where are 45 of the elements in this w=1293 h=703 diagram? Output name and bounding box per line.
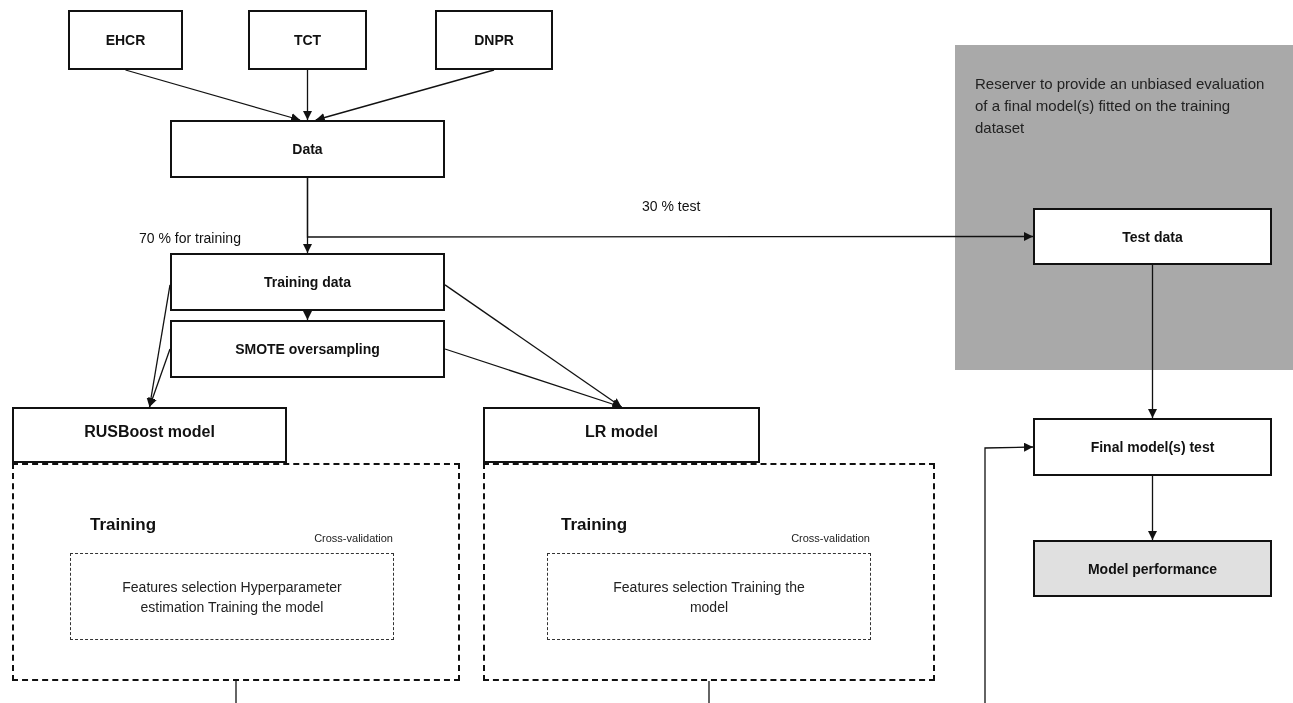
panel-heading: Training [561, 515, 628, 535]
process-box [1033, 418, 1272, 476]
arrow [315, 69, 495, 122]
box-label: Training data [263, 274, 352, 290]
process-box [170, 320, 445, 378]
cross-validation-heading: Cross-validation [314, 532, 393, 544]
arrow [148, 348, 171, 408]
edge-label: 30 % test [640, 198, 703, 214]
arrow [444, 284, 623, 408]
box-label: Model performance [1087, 560, 1218, 577]
step-list: Features selection Training the model [594, 576, 824, 617]
box-label: EHCR [105, 32, 146, 48]
process-box [170, 120, 445, 178]
panel-note: Reserver to provide an unbiased evaluation of a final model(s) fitted on the training dataset [975, 74, 1266, 138]
arrow [1148, 264, 1157, 419]
box-label: Test data [1122, 228, 1183, 245]
box-label: SMOTE oversampling [235, 341, 380, 357]
arrow [984, 442, 1034, 703]
panel-heading: Training [90, 515, 157, 535]
process-box [1033, 540, 1272, 597]
arrow [303, 310, 312, 321]
process-box [435, 10, 553, 70]
arrow [1148, 475, 1157, 541]
model-header-box [12, 407, 287, 463]
arrow [303, 69, 312, 121]
edge-label: 70 % for training [137, 230, 243, 246]
training-panel [12, 463, 460, 681]
box-label: Data [292, 141, 323, 157]
process-box [1033, 208, 1272, 265]
arrow [306, 177, 1034, 241]
cross-validation-heading: Cross-validation [791, 532, 870, 544]
process-box [170, 253, 445, 311]
process-box [68, 10, 183, 70]
box-label: RUSBoost model [84, 423, 215, 442]
arrow [444, 348, 623, 409]
box-label: Final model(s) test [1090, 439, 1215, 455]
training-panel [483, 463, 935, 681]
model-header-box [483, 407, 760, 463]
box-label: TCT [293, 32, 322, 48]
reserved-test-panel [955, 45, 1293, 370]
box-label: LR model [585, 423, 658, 442]
step-list: Features selection Hyperparameter estimation Training the model [117, 576, 347, 617]
arrow [124, 69, 301, 122]
process-box [248, 10, 367, 70]
box-label: DNPR [474, 32, 514, 48]
